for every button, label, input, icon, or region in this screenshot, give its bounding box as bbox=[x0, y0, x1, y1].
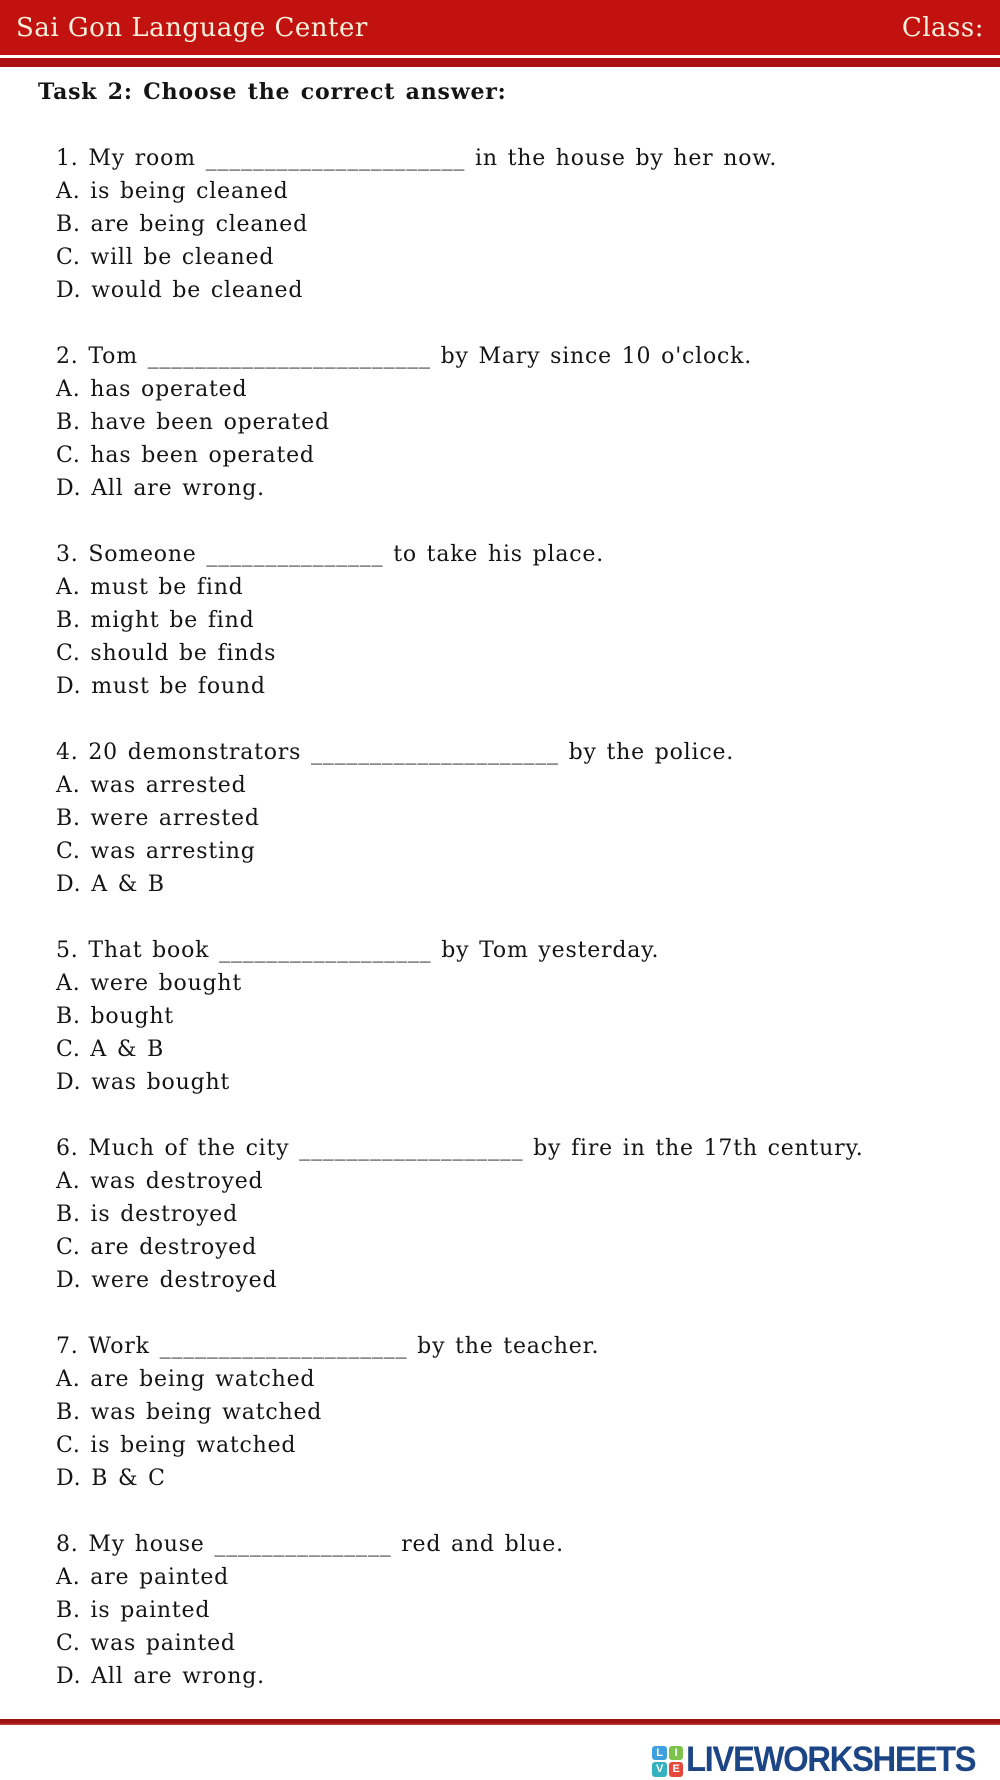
option-c[interactable]: C. is being watched bbox=[56, 1433, 297, 1458]
option-d[interactable]: D. was bought bbox=[56, 1070, 231, 1095]
option-b[interactable]: B. bought bbox=[56, 1004, 174, 1029]
option-b[interactable]: B. was being watched bbox=[56, 1400, 323, 1425]
option-b[interactable]: B. is destroyed bbox=[56, 1202, 238, 1227]
question-1: 1. My room ______________________ in the… bbox=[56, 142, 1000, 307]
option-c[interactable]: C. will be cleaned bbox=[56, 245, 275, 270]
option-d[interactable]: D. All are wrong. bbox=[56, 1664, 265, 1689]
header-bar: Sai Gon Language Center Class: bbox=[0, 0, 1000, 55]
logo-letter-i: I bbox=[668, 1745, 684, 1760]
question-prompt: 3. Someone _______________ to take his p… bbox=[56, 542, 605, 567]
option-a[interactable]: A. has operated bbox=[56, 377, 248, 402]
option-c[interactable]: C. A & B bbox=[56, 1037, 165, 1062]
option-d[interactable]: D. A & B bbox=[56, 872, 165, 897]
option-a[interactable]: A. are painted bbox=[56, 1565, 230, 1590]
logo-letter-l: L bbox=[652, 1745, 667, 1760]
question-prompt: 4. 20 demonstrators ____________________… bbox=[56, 740, 735, 765]
option-d[interactable]: D. All are wrong. bbox=[56, 476, 265, 501]
option-b[interactable]: B. have been operated bbox=[56, 410, 330, 435]
class-label: Class: bbox=[901, 12, 984, 43]
question-2: 2. Tom ________________________ by Mary … bbox=[56, 340, 1000, 505]
question-6: 6. Much of the city ___________________ … bbox=[56, 1132, 1000, 1297]
option-a[interactable]: A. was destroyed bbox=[56, 1169, 264, 1194]
question-3: 3. Someone _______________ to take his p… bbox=[56, 538, 1000, 703]
option-d[interactable]: D. must be found bbox=[56, 674, 266, 699]
header-title: Sai Gon Language Center bbox=[16, 12, 368, 43]
option-d[interactable]: D. would be cleaned bbox=[56, 278, 304, 303]
question-4: 4. 20 demonstrators ____________________… bbox=[56, 736, 1000, 901]
option-d[interactable]: D. were destroyed bbox=[56, 1268, 278, 1293]
option-c[interactable]: C. was arresting bbox=[56, 839, 256, 864]
task-heading: Task 2: Choose the correct answer: bbox=[38, 79, 507, 105]
option-c[interactable]: C. was painted bbox=[56, 1631, 236, 1656]
question-prompt: 1. My room ______________________ in the… bbox=[56, 146, 778, 171]
option-c[interactable]: C. are destroyed bbox=[56, 1235, 258, 1260]
option-a[interactable]: A. is being cleaned bbox=[56, 179, 289, 204]
option-b[interactable]: B. is painted bbox=[56, 1598, 211, 1623]
liveworksheets-wordmark: LIVEWORKSHEETS bbox=[686, 1740, 977, 1779]
question-5: 5. That book __________________ by Tom y… bbox=[56, 934, 1000, 1099]
worksheet-body: Task 2: Choose the correct answer: 1. My… bbox=[0, 67, 1000, 1693]
question-prompt: 7. Work _____________________ by the tea… bbox=[56, 1334, 600, 1359]
option-b[interactable]: B. might be find bbox=[56, 608, 255, 633]
logo-letter-e: E bbox=[668, 1762, 684, 1777]
option-a[interactable]: A. were bought bbox=[56, 971, 243, 996]
question-7: 7. Work _____________________ by the tea… bbox=[56, 1330, 1000, 1495]
option-c[interactable]: C. should be finds bbox=[56, 641, 277, 666]
option-b[interactable]: B. were arrested bbox=[56, 806, 260, 831]
question-prompt: 8. My house _______________ red and blue… bbox=[56, 1532, 564, 1557]
option-a[interactable]: A. must be find bbox=[56, 575, 244, 600]
option-d[interactable]: D. B & C bbox=[56, 1466, 166, 1491]
footer-divider bbox=[0, 1719, 1000, 1725]
question-prompt: 6. Much of the city ___________________ … bbox=[56, 1136, 864, 1161]
logo-letter-v: V bbox=[652, 1762, 667, 1777]
option-a[interactable]: A. are being watched bbox=[56, 1367, 316, 1392]
header-stripe bbox=[0, 58, 1000, 67]
question-prompt: 5. That book __________________ by Tom y… bbox=[56, 938, 660, 963]
liveworksheets-logo[interactable]: L I V E LIVEWORKSHEETS bbox=[652, 1740, 994, 1780]
option-c[interactable]: C. has been operated bbox=[56, 443, 315, 468]
liveworksheets-grid-icon: L I V E bbox=[652, 1745, 684, 1777]
question-prompt: 2. Tom ________________________ by Mary … bbox=[56, 344, 753, 369]
question-8: 8. My house _______________ red and blue… bbox=[56, 1528, 1000, 1693]
option-a[interactable]: A. was arrested bbox=[56, 773, 247, 798]
option-b[interactable]: B. are being cleaned bbox=[56, 212, 308, 237]
header-divider-gap bbox=[0, 55, 1000, 58]
